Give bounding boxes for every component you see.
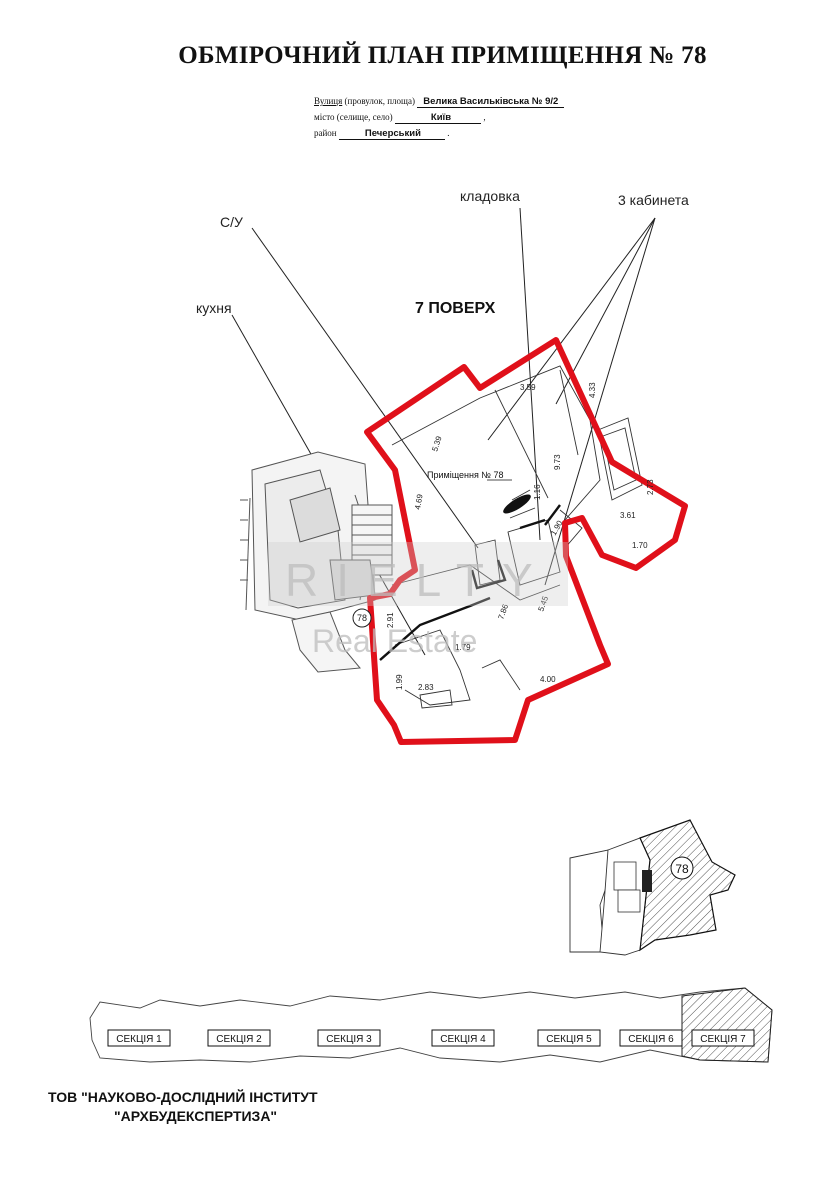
section-label: СЕКЦІЯ 4 xyxy=(440,1034,486,1045)
overview-badge-text: 78 xyxy=(675,862,689,876)
section-box: СЕКЦІЯ 6 xyxy=(619,1029,683,1047)
dimension-label: 2.73 xyxy=(646,479,655,495)
leader-line-su xyxy=(251,227,479,549)
dimension-label: 4.33 xyxy=(588,382,597,398)
section-label: СЕКЦІЯ 2 xyxy=(216,1034,262,1045)
section-box: СЕКЦІЯ 4 xyxy=(431,1029,495,1047)
street-line: Вулиця (провулок, площа) Велика Василькі… xyxy=(314,96,565,108)
leader-line-pantry xyxy=(519,207,541,541)
city-label: місто (селище, село) xyxy=(314,112,393,122)
adjacent-structure xyxy=(240,451,393,673)
floor-label: 7 ПОВЕРХ xyxy=(415,300,496,317)
watermark-line1: RIELTY xyxy=(285,554,551,606)
dimension-label: 2.83 xyxy=(418,683,434,692)
street-label: Вулиця xyxy=(314,96,343,106)
leader-line-cabinet-1 xyxy=(487,217,656,441)
dimension-label: 3.61 xyxy=(620,511,636,520)
dimension-label: 9.73 xyxy=(553,454,562,470)
dimension-label: 1.79 xyxy=(455,643,471,652)
district-label: район xyxy=(314,128,337,138)
district-line: район Печерський . xyxy=(314,128,450,140)
dimension-label: 3.59 xyxy=(520,383,536,392)
section-box: СЕКЦІЯ 1 xyxy=(107,1029,171,1047)
partition-walls xyxy=(379,504,561,661)
watermark: RIELTY Real Estate xyxy=(268,542,568,659)
leader-line-cabinet-3 xyxy=(544,217,656,586)
dimension-label: 5.39 xyxy=(430,435,444,453)
district-value: Печерський xyxy=(338,128,445,140)
city-value: Київ xyxy=(394,112,482,124)
footer-org: ТОВ "НАУКОВО-ДОСЛІДНИЙ ІНСТИТУТ "АРХБУДЕ… xyxy=(48,1088,318,1126)
dimension-label: 4.00 xyxy=(540,675,556,684)
watermark-line2: Real Estate xyxy=(312,623,477,659)
street-label-rest: (провулок, площа) xyxy=(344,96,415,106)
dimension-label: 1.16 xyxy=(533,484,542,500)
column-element xyxy=(503,494,531,514)
section-strip: СЕКЦІЯ 1 СЕКЦІЯ 2 СЕКЦІЯ 3 СЕКЦІЯ 4 СЕКЦІЯ 5… xyxy=(89,987,773,1063)
unit-badge-plan-text: 78 xyxy=(357,613,367,623)
overview-plan: 78 xyxy=(569,819,736,956)
section-box: СЕКЦІЯ 3 xyxy=(317,1029,381,1047)
section-box: СЕКЦІЯ 2 xyxy=(207,1029,271,1047)
section-box: СЕКЦІЯ 7 xyxy=(691,1029,755,1047)
footer-line1: ТОВ "НАУКОВО-ДОСЛІДНИЙ ІНСТИТУТ xyxy=(48,1089,318,1105)
section-label: СЕКЦІЯ 6 xyxy=(628,1034,674,1045)
room-label: Приміщення № 78 xyxy=(427,470,503,480)
dimension-label: 1.99 xyxy=(395,674,404,690)
annotation-su: С/У xyxy=(220,214,243,230)
section-box: СЕКЦІЯ 5 xyxy=(537,1029,601,1047)
unit-outline xyxy=(364,337,688,745)
page-title: ОБМІРОЧНИЙ ПЛАН ПРИМІЩЕННЯ № 78 xyxy=(178,42,707,69)
annotation-cabinets: 3 кабинета xyxy=(618,192,689,208)
section-label: СЕКЦІЯ 5 xyxy=(546,1034,592,1045)
annotation-kitchen: кухня xyxy=(196,300,232,316)
dimension-label: 2.91 xyxy=(386,612,395,628)
city-line: місто (селище, село) Київ , xyxy=(314,112,486,124)
section-label: СЕКЦІЯ 1 xyxy=(116,1034,162,1045)
unit-badge-plan: 78 xyxy=(352,608,372,628)
annotation-pantry: кладовка xyxy=(460,188,520,204)
street-value: Велика Васильківська № 9/2 xyxy=(417,96,565,108)
section-label: СЕКЦІЯ 7 xyxy=(700,1034,746,1045)
dimension-label: 1.70 xyxy=(632,541,648,550)
dimension-label: 4.69 xyxy=(413,493,425,510)
footer-line2: "АРХБУДЕКСПЕРТИЗА" xyxy=(114,1108,278,1124)
section-label: СЕКЦІЯ 3 xyxy=(326,1034,372,1045)
interior-walls xyxy=(391,365,643,709)
